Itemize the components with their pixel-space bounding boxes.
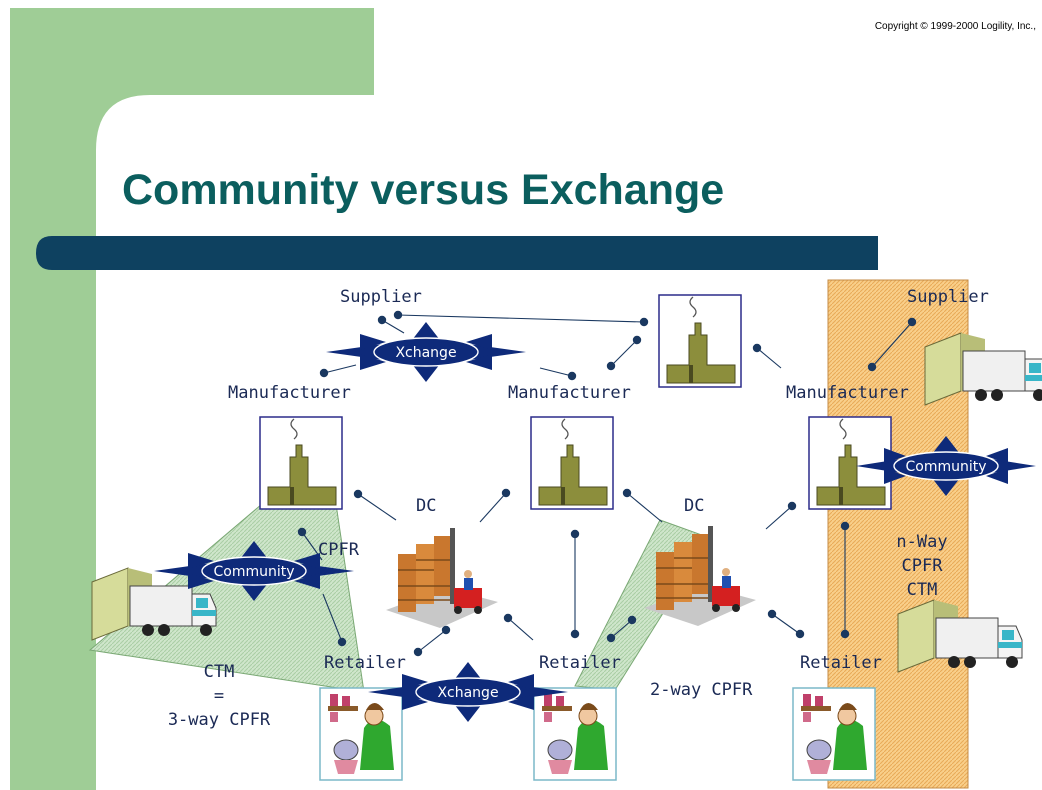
green-panel-left bbox=[10, 8, 96, 790]
retail-shopper-icon bbox=[792, 687, 876, 781]
factory-icon bbox=[530, 416, 614, 510]
label-two-way-cpfr: 2-way CPFR bbox=[650, 680, 753, 700]
hub-xchange-bottom: Xchange bbox=[368, 662, 568, 722]
label-manufacturer-left: Manufacturer bbox=[228, 383, 351, 403]
label-three-way-cpfr: 3-way CPFR bbox=[167, 710, 271, 730]
hub-xchange-top: Xchange bbox=[326, 322, 526, 382]
label-n-way-ctm: CTM bbox=[906, 580, 938, 600]
label-supplier-right: Supplier bbox=[907, 287, 989, 307]
label-retailer-left: Retailer bbox=[324, 653, 406, 673]
factory-icon bbox=[658, 294, 742, 388]
hub-label: Xchange bbox=[437, 685, 498, 701]
label-supplier-left: Supplier bbox=[340, 287, 422, 307]
accent-bar bbox=[36, 236, 878, 270]
label-n-way-cpfr: CPFR bbox=[901, 556, 943, 576]
hub-community-left: Community bbox=[154, 541, 354, 601]
label-retailer-right: Retailer bbox=[800, 653, 882, 673]
label-manufacturer-center: Manufacturer bbox=[508, 383, 631, 403]
label-ctm-equals: = bbox=[213, 686, 225, 706]
label-retailer-center: Retailer bbox=[539, 653, 621, 673]
hub-label: Xchange bbox=[395, 345, 456, 361]
factory-icon bbox=[259, 416, 343, 510]
hub-community-right: Community bbox=[856, 436, 1036, 496]
label-manufacturer-right: Manufacturer bbox=[786, 383, 909, 403]
slide-title: Community versus Exchange bbox=[122, 166, 725, 214]
label-cpfr: CPFR bbox=[318, 540, 359, 560]
delivery-truck-icon bbox=[924, 332, 1042, 406]
warehouse-forklift-icon bbox=[385, 527, 499, 629]
copyright-notice: Copyright © 1999-2000 Logility, Inc., bbox=[874, 21, 1036, 32]
retail-shopper-icon bbox=[319, 687, 403, 781]
retail-shopper-icon bbox=[533, 687, 617, 781]
label-dc-right: DC bbox=[684, 496, 705, 516]
label-dc-left: DC bbox=[416, 496, 437, 516]
hub-label: Community bbox=[213, 564, 294, 580]
label-n-way: n-Way bbox=[896, 532, 948, 552]
label-ctm: CTM bbox=[203, 662, 235, 682]
hub-label: Community bbox=[905, 459, 986, 475]
